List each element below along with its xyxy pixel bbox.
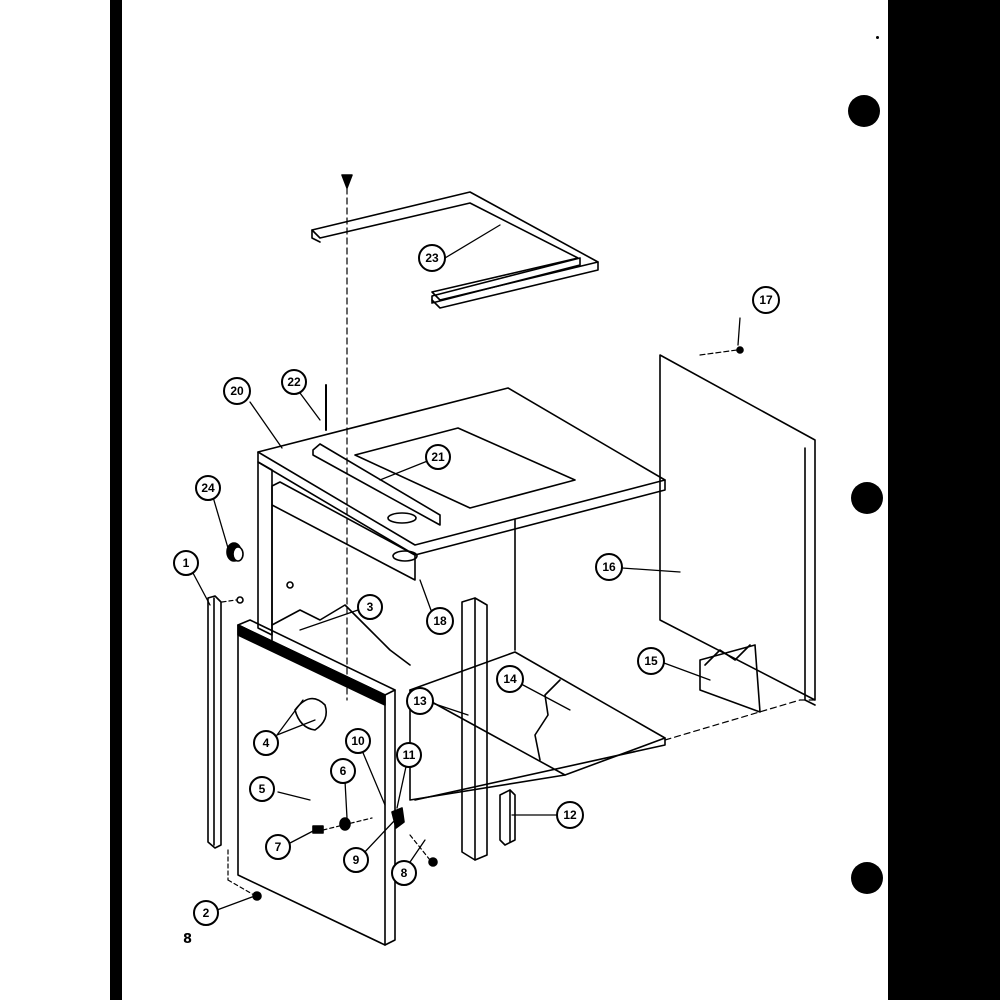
svg-text:18: 18 bbox=[433, 614, 447, 628]
svg-text:23: 23 bbox=[425, 251, 439, 265]
callout-23: 23 bbox=[418, 244, 446, 272]
binder-hole-middle bbox=[851, 482, 883, 514]
base-pan bbox=[409, 651, 666, 801]
base-dashed-guide bbox=[664, 699, 816, 741]
svg-text:6: 6 bbox=[340, 764, 347, 778]
top-frame bbox=[311, 191, 599, 309]
page-border-left bbox=[110, 0, 122, 1000]
svg-text:9: 9 bbox=[353, 853, 360, 867]
callout-21: 21 bbox=[425, 444, 451, 470]
svg-text:22: 22 bbox=[287, 375, 301, 389]
callout-7: 7 bbox=[265, 834, 291, 860]
insulation-panel bbox=[699, 644, 761, 713]
lower-channel bbox=[499, 789, 516, 846]
svg-text:14: 14 bbox=[503, 672, 517, 686]
callout-12: 12 bbox=[556, 801, 584, 829]
callout-6: 6 bbox=[330, 758, 356, 784]
callout-8: 8 bbox=[391, 860, 417, 886]
callout-17: 17 bbox=[752, 286, 780, 314]
page-number: 8 bbox=[183, 932, 193, 947]
top-screw bbox=[341, 174, 353, 701]
binder-hole-top bbox=[848, 95, 880, 127]
svg-text:8: 8 bbox=[401, 866, 408, 880]
callout-18: 18 bbox=[426, 607, 454, 635]
callout-4: 4 bbox=[253, 730, 279, 756]
svg-text:4: 4 bbox=[263, 736, 270, 750]
callout-5: 5 bbox=[249, 776, 275, 802]
svg-text:24: 24 bbox=[201, 481, 215, 495]
left-corner-post bbox=[257, 461, 273, 636]
svg-text:2: 2 bbox=[203, 906, 210, 920]
page-border-right bbox=[888, 0, 1000, 1000]
callout-22: 22 bbox=[281, 369, 307, 395]
side-panel bbox=[659, 346, 816, 706]
callout-13: 13 bbox=[406, 687, 434, 715]
svg-text:16: 16 bbox=[602, 560, 616, 574]
back-panel bbox=[271, 504, 516, 666]
svg-text:21: 21 bbox=[431, 450, 445, 464]
front-channel bbox=[461, 597, 488, 861]
binder-hole-bottom bbox=[851, 862, 883, 894]
fastener-hardware bbox=[227, 384, 438, 901]
control-knob bbox=[226, 542, 244, 562]
svg-text:3: 3 bbox=[367, 600, 374, 614]
callout-16: 16 bbox=[595, 553, 623, 581]
cabinet-top-panel bbox=[257, 387, 666, 556]
svg-text:12: 12 bbox=[563, 808, 577, 822]
svg-text:17: 17 bbox=[759, 293, 773, 307]
svg-text:20: 20 bbox=[230, 384, 244, 398]
svg-text:5: 5 bbox=[259, 782, 266, 796]
leader-lines bbox=[192, 224, 741, 911]
callout-10: 10 bbox=[345, 728, 371, 754]
callout-15: 15 bbox=[637, 647, 665, 675]
callout-2: 2 bbox=[193, 900, 219, 926]
callout-24: 24 bbox=[195, 475, 221, 501]
svg-text:10: 10 bbox=[351, 734, 365, 748]
callout-1: 1 bbox=[173, 550, 199, 576]
svg-text:1: 1 bbox=[183, 556, 190, 570]
callout-14: 14 bbox=[496, 665, 524, 693]
callout-20: 20 bbox=[223, 377, 251, 405]
callout-9: 9 bbox=[343, 847, 369, 873]
hinge-strip bbox=[207, 595, 244, 849]
callout-11: 11 bbox=[396, 742, 422, 768]
callout-3: 3 bbox=[357, 594, 383, 620]
svg-text:13: 13 bbox=[413, 694, 427, 708]
speck bbox=[876, 36, 879, 39]
svg-text:11: 11 bbox=[403, 748, 416, 762]
svg-text:15: 15 bbox=[644, 654, 658, 668]
front-door-panel bbox=[237, 619, 396, 946]
front-top-rail bbox=[271, 481, 418, 581]
svg-text:7: 7 bbox=[275, 840, 282, 854]
